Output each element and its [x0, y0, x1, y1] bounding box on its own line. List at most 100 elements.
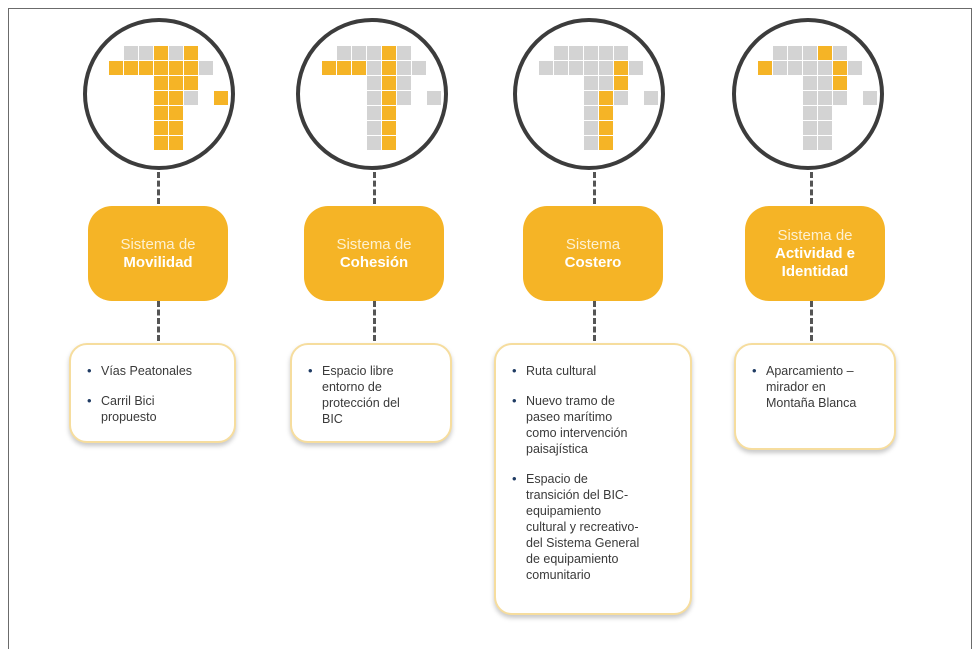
map-cell [184, 46, 198, 60]
map-cell [818, 121, 832, 135]
map-cell [584, 136, 598, 150]
map-cell [584, 46, 598, 60]
map-cell [818, 61, 832, 75]
map-cell [614, 61, 628, 75]
map-cell [382, 136, 396, 150]
connector [373, 172, 376, 204]
map-cell [367, 76, 381, 90]
map-cell [367, 136, 381, 150]
map-cell [599, 76, 613, 90]
map-cell [833, 61, 847, 75]
map-cell [833, 46, 847, 60]
map-cell [154, 106, 168, 120]
system-title-bold: Costero [564, 253, 622, 271]
list-item: Espacio de transición del BIC- equipamie… [510, 471, 678, 583]
map-cell [169, 91, 183, 105]
map-cell [803, 106, 817, 120]
map-cell [803, 121, 817, 135]
map-cell [397, 76, 411, 90]
list-item: Nuevo tramo de paseo marítimo como inter… [510, 393, 678, 457]
map-cell [833, 76, 847, 90]
items-card-actividad: Aparcamiento – mirador en Montaña Blanca [734, 343, 896, 450]
map-cell [382, 121, 396, 135]
map-cell [397, 61, 411, 75]
grid-map-cohesion [322, 46, 441, 150]
items-card-costero: Ruta cultural Nuevo tramo de paseo marít… [494, 343, 692, 615]
map-cell [788, 61, 802, 75]
map-cell [833, 91, 847, 105]
map-cell [773, 46, 787, 60]
map-cell [169, 76, 183, 90]
grid-map-costero [539, 46, 658, 150]
map-icon-actividad [732, 18, 884, 170]
map-cell [818, 46, 832, 60]
map-cell [788, 46, 802, 60]
map-cell [382, 91, 396, 105]
map-cell [629, 61, 643, 75]
map-cell [169, 61, 183, 75]
map-cell [367, 106, 381, 120]
map-cell [322, 61, 336, 75]
map-cell [184, 61, 198, 75]
map-cell [169, 106, 183, 120]
system-title-light: Sistema de [120, 235, 196, 253]
map-cell [803, 46, 817, 60]
system-pill-actividad: Sistema de Actividad e Identidad [745, 206, 885, 301]
grid-map-actividad [758, 46, 877, 150]
map-cell [124, 46, 138, 60]
map-cell [184, 91, 198, 105]
map-cell [803, 91, 817, 105]
map-cell [758, 61, 772, 75]
map-cell [139, 61, 153, 75]
list-item: Espacio libre entorno de protección del … [306, 363, 438, 427]
map-cell [818, 76, 832, 90]
map-cell [169, 46, 183, 60]
map-cell [584, 121, 598, 135]
map-cell [382, 106, 396, 120]
map-cell [124, 61, 138, 75]
map-cell [169, 121, 183, 135]
map-cell [569, 61, 583, 75]
map-cell [427, 91, 441, 105]
map-cell [584, 76, 598, 90]
map-cell [599, 106, 613, 120]
map-cell [818, 106, 832, 120]
map-cell [184, 76, 198, 90]
map-cell [154, 91, 168, 105]
map-cell [352, 61, 366, 75]
system-title-light: Sistema [565, 235, 621, 253]
connector [373, 301, 376, 341]
map-cell [154, 136, 168, 150]
map-cell [154, 121, 168, 135]
map-cell [352, 46, 366, 60]
system-pill-cohesion: Sistema de Cohesión [304, 206, 444, 301]
map-cell [599, 136, 613, 150]
connector [157, 172, 160, 204]
diagram-frame [8, 8, 972, 649]
map-cell [367, 61, 381, 75]
system-title-light: Sistema de [336, 235, 412, 253]
map-icon-movilidad [83, 18, 235, 170]
map-cell [599, 91, 613, 105]
list-item: Carril Bici propuesto [85, 393, 222, 425]
map-cell [599, 46, 613, 60]
map-cell [614, 76, 628, 90]
map-cell [397, 46, 411, 60]
map-cell [367, 91, 381, 105]
connector [593, 172, 596, 204]
connector [810, 172, 813, 204]
system-title-bold: Movilidad [123, 253, 193, 271]
map-cell [539, 61, 553, 75]
items-card-cohesion: Espacio libre entorno de protección del … [290, 343, 452, 443]
map-cell [848, 61, 862, 75]
system-pill-movilidad: Sistema de Movilidad [88, 206, 228, 301]
system-title-light: Sistema de [777, 226, 853, 244]
map-cell [397, 91, 411, 105]
map-cell [584, 106, 598, 120]
map-cell [169, 136, 183, 150]
list-item: Vías Peatonales [85, 363, 222, 379]
map-cell [818, 136, 832, 150]
map-cell [803, 61, 817, 75]
map-cell [154, 76, 168, 90]
map-cell [569, 46, 583, 60]
